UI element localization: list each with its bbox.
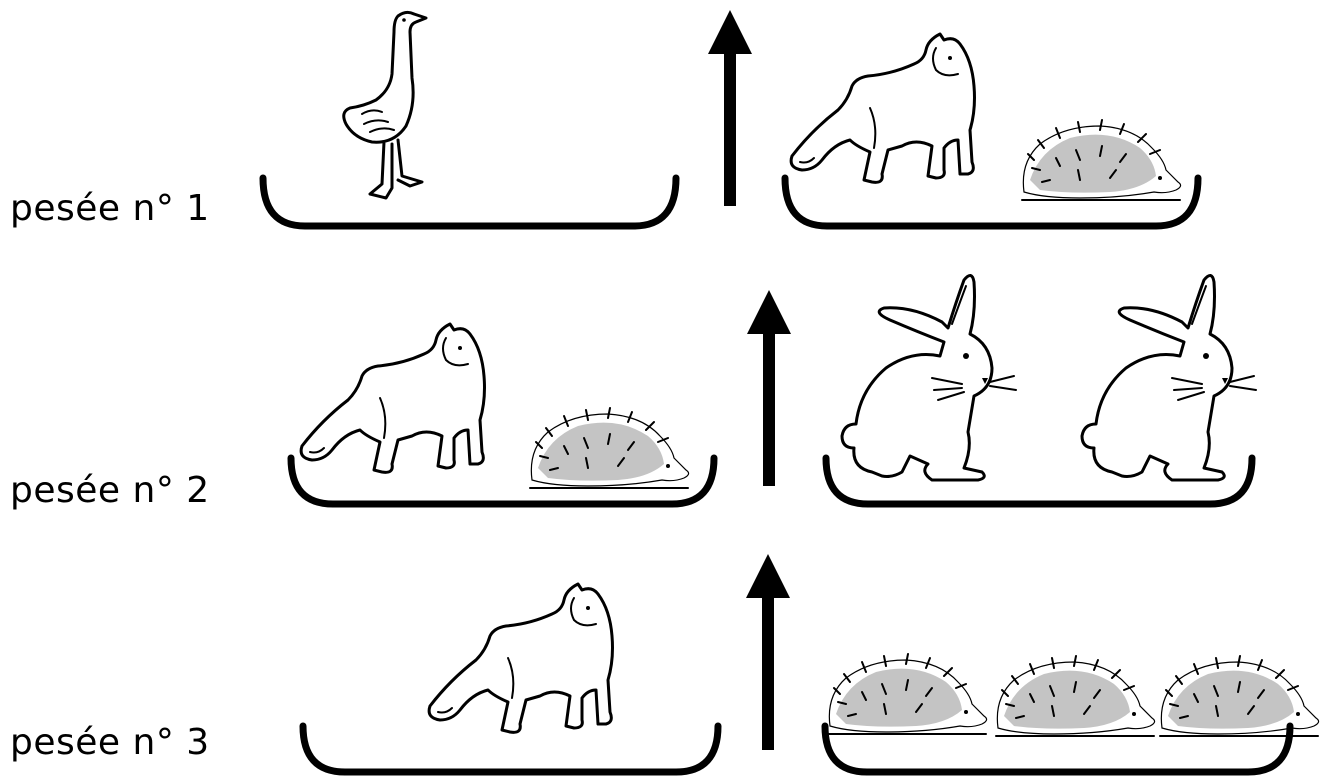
cat-icon bbox=[301, 324, 484, 472]
up-arrow-icon bbox=[708, 10, 752, 206]
hedgehog-icon bbox=[996, 656, 1155, 736]
up-arrow-icon bbox=[747, 290, 791, 486]
weighing-2 bbox=[291, 275, 1256, 504]
rabbit-icon bbox=[842, 275, 1016, 480]
weighing-1 bbox=[263, 10, 1198, 226]
rabbit-icon bbox=[1082, 275, 1256, 480]
hedgehog-icon bbox=[828, 654, 987, 734]
hedgehog-icon bbox=[530, 408, 689, 488]
up-arrow-icon bbox=[746, 554, 790, 750]
cat-icon bbox=[791, 34, 974, 182]
weighing-3 bbox=[303, 554, 1319, 772]
goose-icon bbox=[344, 12, 426, 198]
hedgehog-icon bbox=[1160, 656, 1319, 736]
cat-icon bbox=[429, 584, 612, 732]
hedgehog-icon bbox=[1022, 120, 1181, 200]
left-pan bbox=[263, 178, 676, 226]
